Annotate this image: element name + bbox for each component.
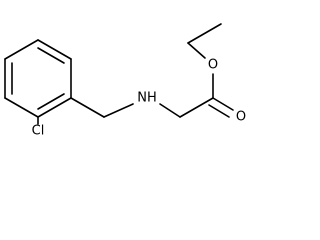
benzene-ring bbox=[4, 39, 72, 118]
nh-ch2-bond bbox=[159, 103, 181, 118]
co-double-bond-1 bbox=[212, 97, 234, 111]
ring-bond-4 bbox=[4, 97, 39, 118]
ring-bond-6 bbox=[4, 39, 39, 60]
structure-diagram: Cl NH O O bbox=[4, 23, 246, 139]
ch2-carbonyl-bond bbox=[179, 97, 214, 118]
o-ch2-bond bbox=[187, 42, 206, 59]
ring-double-bond-1 bbox=[37, 47, 65, 64]
ring-ch2-bond bbox=[70, 97, 105, 118]
molecule-drawing: Cl NH O O bbox=[4, 23, 246, 139]
ring-double-bond-2 bbox=[37, 93, 65, 110]
ring-bond-3 bbox=[37, 97, 72, 118]
nh-atom-label: NH bbox=[137, 91, 157, 106]
ethyl-bond bbox=[187, 23, 222, 44]
ch2-nh-bond bbox=[103, 103, 134, 118]
ester-o-atom-label: O bbox=[208, 58, 218, 73]
carbonyl-o-atom-label: O bbox=[236, 110, 246, 125]
co-double-bond-2 bbox=[208, 104, 230, 118]
ring-bond-1 bbox=[37, 39, 72, 60]
cl-atom-label: Cl bbox=[32, 124, 45, 139]
